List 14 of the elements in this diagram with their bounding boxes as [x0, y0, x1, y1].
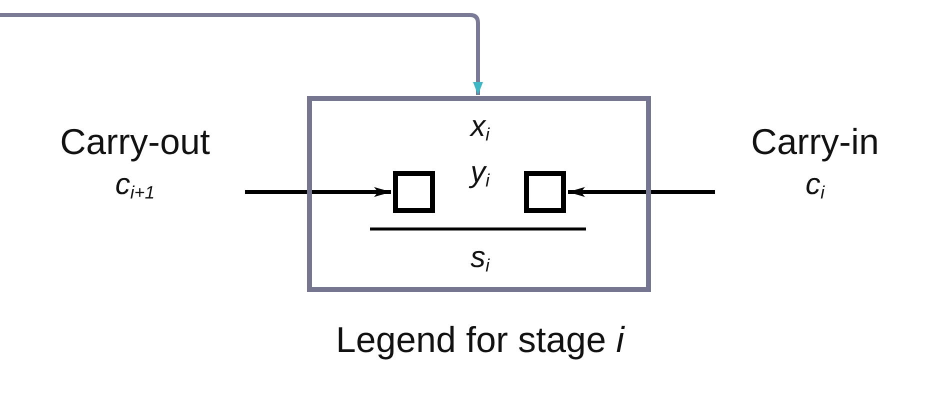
arrow — [245, 187, 391, 197]
variable-label: x$_{i}$ — [470, 112, 490, 144]
square-marker — [524, 171, 566, 213]
variable-label: y$_{i}$ — [470, 158, 490, 190]
signal-label: Carry-in — [751, 124, 879, 160]
arrow — [0, 13, 483, 95]
signal-label: Carry-out — [60, 124, 210, 160]
arrow — [568, 187, 715, 197]
signal-label: c$_{i}$ — [806, 170, 824, 202]
variable-label: s$_{i}$ — [470, 243, 490, 274]
signal-label: c$_{i+1}$ — [115, 170, 155, 202]
square-marker — [393, 171, 435, 213]
caption: Legend for stage i — [336, 322, 624, 358]
stage-box — [307, 96, 651, 292]
